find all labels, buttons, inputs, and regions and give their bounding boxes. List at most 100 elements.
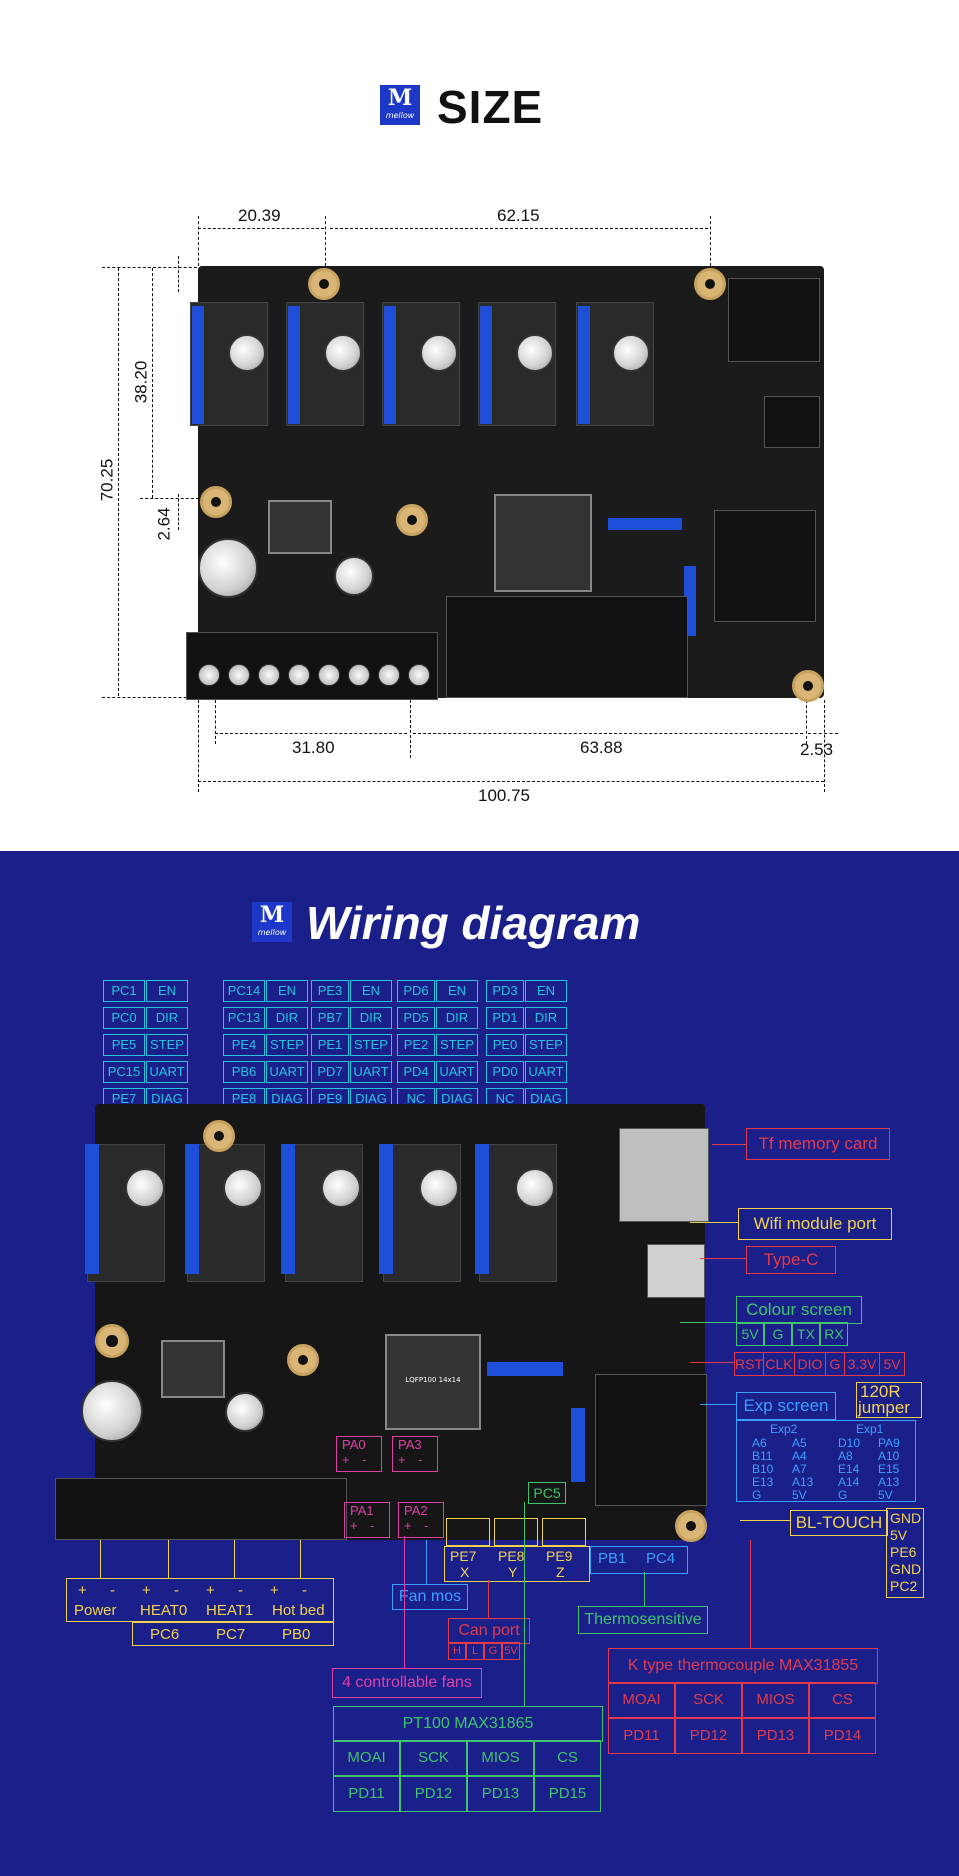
fan-mos-pin: PE8 [498, 1548, 525, 1564]
exp-pin: E13 [752, 1475, 774, 1489]
axis-pin-name: PE3 [311, 980, 349, 1002]
fan-mos-connector [542, 1518, 586, 1546]
exp-pin: A13 [792, 1475, 814, 1489]
pin-header-icon [192, 306, 204, 424]
axis-pin-name: PD3 [486, 980, 524, 1002]
capacitor-icon [515, 1168, 555, 1208]
bltouch-pin-box [886, 1508, 924, 1598]
dim-tick [410, 700, 411, 758]
pin-header-icon [384, 306, 396, 424]
leader-line [524, 1502, 525, 1706]
power-sign: - [238, 1582, 243, 1599]
mellow-logo-icon: M mellow [252, 902, 292, 942]
axis-pin-function: STEP [350, 1034, 392, 1056]
exp-pin: A7 [792, 1462, 807, 1476]
chip-text: LQFP100 14x14 [405, 1376, 461, 1384]
thermosensitive-label: Thermosensitive [578, 1606, 708, 1634]
size-title: SIZE [437, 81, 544, 133]
fan-pin-box [392, 1436, 438, 1472]
dim-tick [198, 700, 199, 792]
ktype-pin: PD11 [608, 1718, 675, 1754]
exp2-title: Exp2 [770, 1422, 798, 1436]
mount-hole-icon [203, 1120, 235, 1152]
exp-pin: A4 [792, 1449, 807, 1463]
fan-connector-icon [446, 596, 688, 698]
large-capacitor-icon [198, 538, 258, 598]
axis-pin-name: PC14 [223, 980, 265, 1002]
power-pin-row [132, 1622, 334, 1646]
fan-pin-name: PA0 [342, 1437, 366, 1452]
dim-62-15: 62.15 [497, 206, 540, 225]
power-name: HEAT1 [206, 1602, 254, 1619]
axis-pin-name: PB6 [223, 1061, 265, 1083]
fan-pin-box [336, 1436, 382, 1472]
axis-pin-function: STEP [266, 1034, 308, 1056]
axis-pin-function: DIR [525, 1007, 567, 1029]
leader-line [680, 1322, 736, 1323]
sd-card-slot-icon [728, 278, 820, 362]
mount-hole-icon [396, 504, 428, 536]
axis-pin-function: STEP [525, 1034, 567, 1056]
axis-pin-function: DIR [266, 1007, 308, 1029]
exp-pin: G [752, 1488, 762, 1502]
dim-line-70-25 [118, 268, 119, 696]
ktype-header: MOAI [608, 1682, 675, 1718]
inductor-icon [161, 1340, 225, 1398]
leader-line [690, 1222, 738, 1223]
size-section: M mellow SIZE 20.39 62.15 70.25 38.20 2.… [0, 0, 959, 850]
fan-pin-minus: - [418, 1452, 423, 1467]
ktype-pin: PD14 [809, 1718, 876, 1754]
pin-header-icon [288, 306, 300, 424]
jumper-box [856, 1382, 922, 1418]
axis-pin-name: PD0 [486, 1061, 524, 1083]
axis-pin-name: PC13 [223, 1007, 265, 1029]
exp-connector-icon [714, 510, 816, 622]
leader-line [234, 1540, 235, 1578]
fan-pin-plus: + [404, 1518, 412, 1533]
fan-mos-pin: PE7 [450, 1548, 477, 1564]
dim-63-88: 63.88 [580, 738, 623, 757]
pin-header-icon [480, 306, 492, 424]
power-pin: PB0 [282, 1626, 311, 1643]
dim-2-64: 2.64 [154, 507, 174, 541]
dim-38-20: 38.20 [131, 360, 151, 404]
dim-tick [140, 498, 204, 499]
axis-pin-name: PD6 [397, 980, 435, 1002]
bltouch-pin: GND [890, 1561, 922, 1577]
driver-socket [285, 1144, 363, 1282]
pt100-pin: PD11 [333, 1776, 400, 1812]
axis-pin-function: UART [350, 1061, 392, 1083]
thermistor-pin: PC4 [646, 1550, 676, 1567]
exp-screen-label: Exp screen [736, 1392, 836, 1420]
capacitor-icon [612, 334, 650, 372]
axis-pin-name: PC0 [103, 1007, 145, 1029]
ktype-title: K type thermocouple MAX31855 [608, 1648, 878, 1684]
dim-70-25: 70.25 [97, 458, 117, 502]
dim-tick [710, 216, 711, 266]
dim-line-20-39 [198, 228, 324, 229]
swd-pin: DIO [794, 1352, 826, 1376]
axis-pin-function: EN [525, 980, 567, 1002]
axis-pin-name: PE1 [311, 1034, 349, 1056]
exp1-title: Exp1 [856, 1422, 884, 1436]
screw-icon [378, 664, 400, 686]
fan-pin-minus: - [424, 1518, 429, 1533]
tf-card-label: Tf memory card [746, 1128, 890, 1160]
fan-mos-table [444, 1546, 590, 1582]
mount-hole-icon [694, 268, 726, 300]
screw-icon [408, 664, 430, 686]
jumper-label-1: 120R [860, 1382, 901, 1401]
sd-card-slot-icon [619, 1128, 709, 1222]
pt100-pin: PD12 [400, 1776, 467, 1812]
bltouch-pin: 5V [890, 1527, 908, 1543]
dim-2-53: 2.53 [800, 740, 834, 759]
power-pin: PC6 [150, 1626, 180, 1643]
power-sign: - [110, 1582, 115, 1599]
exp-pin: B10 [752, 1462, 774, 1476]
axis-pin-name: PC1 [103, 980, 145, 1002]
axis-pin-function: DIR [146, 1007, 188, 1029]
pt100-header: SCK [400, 1740, 467, 1776]
mount-hole-icon [675, 1510, 707, 1542]
driver-socket [187, 1144, 265, 1282]
bltouch-pin: GND [890, 1510, 922, 1526]
